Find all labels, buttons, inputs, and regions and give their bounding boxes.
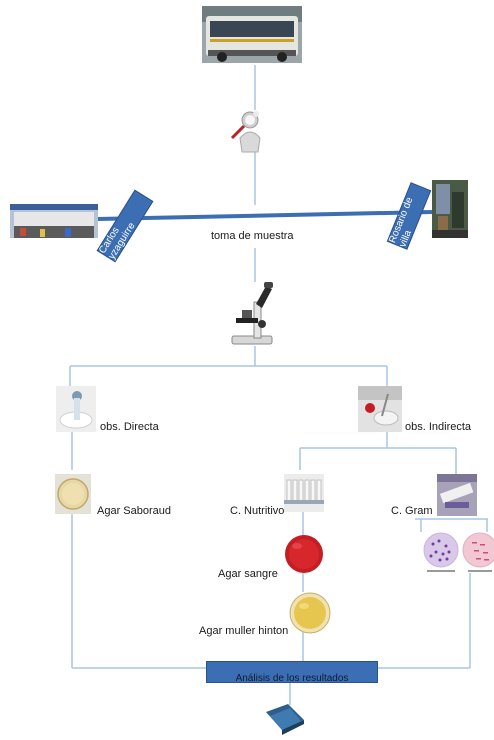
nutritivo-label: C. Nutritivo <box>230 505 285 517</box>
sampling-route-bar <box>96 210 433 221</box>
direct-observation-photo <box>56 386 96 432</box>
blood-agar-label: Agar sangre <box>218 568 278 580</box>
station-right-photo <box>432 180 468 238</box>
station-left-photo <box>10 204 98 238</box>
sampling-label: toma de muestra <box>211 230 294 242</box>
nutritivo-rack-photo <box>284 474 324 512</box>
direct-observation-label: obs. Directa <box>100 421 159 433</box>
indirect-observation-label: obs. Indirecta <box>405 421 472 433</box>
gram-stain-photo <box>437 474 477 516</box>
results-box: Análisis de los resultados <box>206 661 378 683</box>
blood-agar-plate <box>283 534 325 574</box>
gram-label: C. Gram <box>391 505 433 517</box>
muller-hinton-plate <box>288 592 332 634</box>
saboraud-plate-photo <box>55 474 91 514</box>
book-icon <box>262 704 308 735</box>
muller-hinton-label: Agar muller hinton <box>199 625 289 637</box>
magnifier-person-icon <box>226 108 268 154</box>
gram-micrograph-purple <box>419 532 463 574</box>
indirect-observation-photo <box>358 386 402 432</box>
results-label: Análisis de los resultados <box>235 673 349 683</box>
microscope-icon <box>226 280 278 346</box>
saboraud-label: Agar Saboraud <box>97 505 171 517</box>
gram-micrograph-pink <box>462 532 494 574</box>
bus-photo <box>202 6 302 63</box>
